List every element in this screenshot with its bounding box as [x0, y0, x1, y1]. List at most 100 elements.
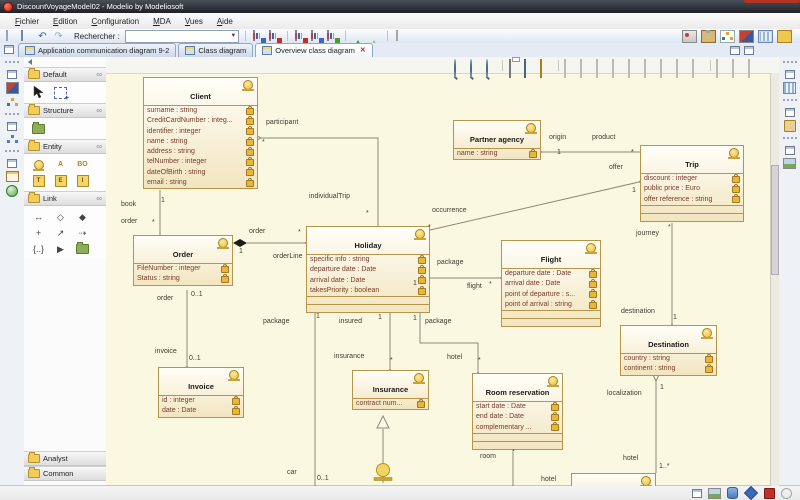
- attribute-row[interactable]: id : integer: [159, 395, 243, 406]
- restore-tray-icon[interactable]: [692, 488, 702, 498]
- element-import-tool-icon[interactable]: [75, 241, 90, 255]
- attribute-row[interactable]: end date : Date: [473, 411, 562, 422]
- marquee-zoom-tool-icon[interactable]: [53, 86, 69, 102]
- menu-configuration[interactable]: Configuration: [91, 16, 140, 26]
- model-view-icon[interactable]: [739, 29, 754, 43]
- zoom-reset-icon[interactable]: [468, 58, 481, 78]
- menu-mda[interactable]: MDA: [153, 16, 171, 26]
- tab-class-diagram[interactable]: Class diagram: [178, 43, 254, 57]
- distribute-v-icon[interactable]: [676, 58, 689, 78]
- restore-view-icon[interactable]: [7, 159, 17, 168]
- redo-icon[interactable]: ↷: [54, 30, 63, 42]
- delete-diagram-icon[interactable]: [268, 29, 281, 42]
- attribute-row[interactable]: offer reference : string: [641, 194, 743, 205]
- align-top-icon[interactable]: [628, 58, 641, 78]
- attribute-row[interactable]: email : string: [144, 177, 257, 188]
- export-icon[interactable]: [368, 30, 381, 47]
- select-mode-icon[interactable]: [564, 58, 577, 78]
- report-icon[interactable]: [394, 29, 407, 42]
- minimize-icon[interactable]: [730, 46, 740, 55]
- database-status-icon[interactable]: [727, 487, 738, 499]
- import-icon[interactable]: [352, 30, 365, 47]
- attribute-row[interactable]: name : string: [454, 148, 540, 159]
- restore-icon[interactable]: [744, 46, 754, 55]
- editor-area-icon[interactable]: [4, 45, 14, 54]
- composition-tool-icon[interactable]: ◆: [79, 211, 86, 222]
- attribute-tool-icon[interactable]: A: [57, 161, 64, 168]
- distribute-h-icon[interactable]: [660, 58, 673, 78]
- attribute-row[interactable]: specific info : string: [307, 254, 429, 265]
- clipboard-icon[interactable]: [701, 29, 716, 43]
- dependency-tool-icon[interactable]: ↗: [56, 227, 65, 238]
- close-tab-icon[interactable]: ✕: [359, 47, 366, 54]
- new-folder-icon[interactable]: [777, 28, 793, 43]
- progress-status-icon[interactable]: [781, 487, 792, 499]
- close-button[interactable]: [744, 0, 800, 3]
- create-diagram-icon[interactable]: [252, 29, 265, 42]
- align-right-icon[interactable]: [612, 58, 625, 78]
- association-tool-icon[interactable]: ↔: [34, 211, 43, 222]
- realization-tool-icon[interactable]: ⇢: [78, 227, 87, 238]
- operation-tool-icon[interactable]: BO: [77, 161, 88, 168]
- palette-collapse-bar[interactable]: [24, 57, 106, 67]
- select-tool-icon[interactable]: [31, 86, 46, 99]
- attribute-row[interactable]: date : Date: [159, 405, 243, 416]
- aggregation-tool-icon[interactable]: ◇: [57, 211, 64, 222]
- pin-icon[interactable]: ∞: [96, 105, 102, 115]
- module-status-icon[interactable]: [743, 485, 759, 500]
- zoom-out-icon[interactable]: [484, 58, 497, 78]
- print-icon[interactable]: [508, 58, 521, 78]
- enumeration-tool-icon[interactable]: E: [53, 174, 68, 187]
- diagram-status-icon[interactable]: [708, 487, 721, 499]
- canvas-vertical-scrollbar[interactable]: [770, 73, 779, 486]
- open-icon[interactable]: [540, 58, 553, 78]
- edge-holiday-client-participant[interactable]: [261, 138, 379, 226]
- attribute-row[interactable]: departure date : Date: [502, 268, 600, 279]
- edge-holiday-room-reservation[interactable]: [419, 311, 478, 372]
- snap-grid-icon[interactable]: [748, 58, 761, 78]
- attribute-row[interactable]: FileNumber : integer: [134, 263, 232, 274]
- collapse-palette-icon[interactable]: [28, 59, 32, 65]
- tab-overview-class-diagram[interactable]: Overview class diagram✕: [255, 43, 373, 57]
- attribute-row[interactable]: telNumber : integer: [144, 157, 257, 167]
- restore-view-icon[interactable]: [784, 70, 795, 79]
- restore-view-icon[interactable]: [784, 146, 795, 155]
- pin-icon[interactable]: ∞: [96, 193, 102, 203]
- class-symbol[interactable]: [373, 463, 393, 481]
- dock-handle[interactable]: [5, 61, 19, 65]
- attribute-row[interactable]: arrival date : Date: [307, 275, 429, 286]
- attribute-row[interactable]: address : string: [144, 146, 257, 157]
- dock-handle[interactable]: [782, 61, 797, 65]
- attribute-row[interactable]: surname : string: [144, 105, 257, 116]
- hierarchy-icon[interactable]: [10, 98, 14, 101]
- navigability-tool-icon[interactable]: ▶: [57, 243, 64, 254]
- attribute-row[interactable]: name : string: [144, 136, 257, 147]
- usecase-diagram-icon[interactable]: [326, 29, 339, 42]
- grid-edit-icon[interactable]: [716, 58, 729, 78]
- attribute-row[interactable]: Status : string: [134, 273, 232, 284]
- search-combobox[interactable]: ▼: [124, 29, 239, 43]
- align-bottom-icon[interactable]: [644, 58, 657, 78]
- zoom-in-icon[interactable]: [452, 58, 465, 78]
- chevron-down-icon[interactable]: ▼: [230, 32, 237, 39]
- palette-section-link[interactable]: Link∞: [24, 191, 106, 206]
- datatype-tool-icon[interactable]: T: [31, 174, 46, 187]
- align-center-icon[interactable]: [596, 58, 609, 78]
- attribute-row[interactable]: discount : integer: [641, 173, 743, 184]
- attribute-row[interactable]: contract num...: [353, 398, 428, 409]
- orgchart-icon[interactable]: [720, 29, 735, 43]
- attribute-row[interactable]: public price : Euro: [641, 183, 743, 194]
- tab-application-communication-diagram-9-2[interactable]: Application communication diagram 9-2: [18, 43, 177, 57]
- attribute-row[interactable]: takesPriority : boolean: [307, 285, 429, 296]
- attribute-row[interactable]: arrival date : Date: [502, 278, 600, 289]
- attribute-row[interactable]: country : string: [621, 353, 716, 364]
